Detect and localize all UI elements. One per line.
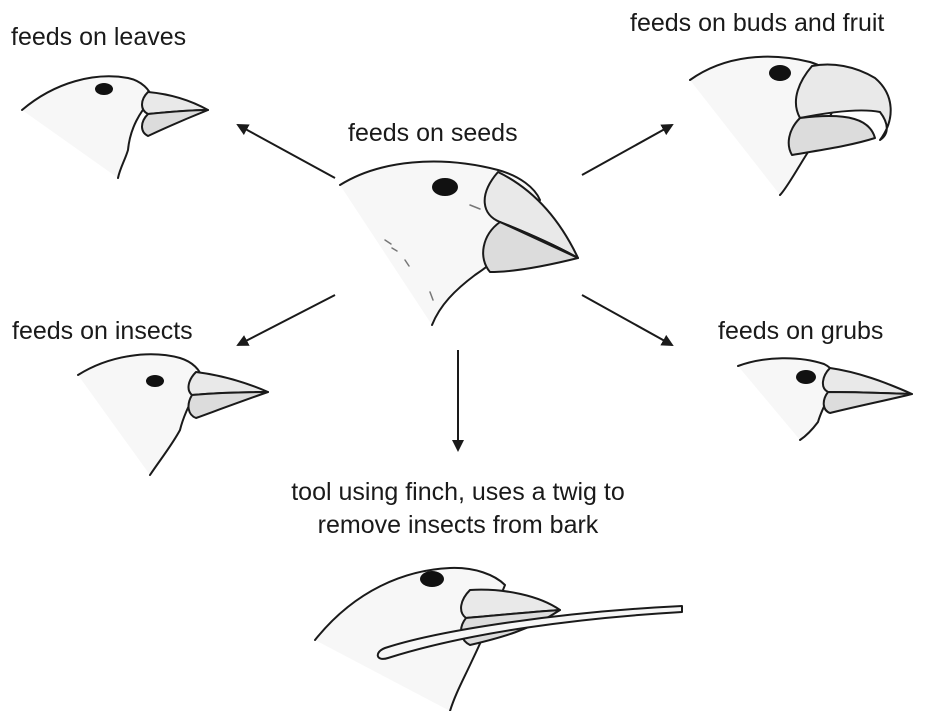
leaf-eating-finch-head-icon — [22, 76, 208, 178]
seed-eating-finch-head-icon — [340, 162, 578, 325]
tool-using-finch-head-icon — [315, 568, 682, 711]
insects-label: feeds on insects — [12, 316, 193, 346]
tool-user-label-line2: remove insects from bark — [244, 510, 672, 540]
arrow-to-leaves — [238, 125, 335, 178]
arrow-to-insects — [238, 295, 335, 345]
tool-user-label-line1: tool using finch, uses a twig to — [244, 477, 672, 507]
buds-and-fruit-label: feeds on buds and fruit — [630, 8, 884, 38]
leaves-label: feeds on leaves — [11, 22, 186, 52]
arrow-to-buds-and-fruit — [582, 125, 672, 175]
grub-eating-finch-head-icon — [738, 358, 912, 440]
bud-and-fruit-eating-finch-head-icon — [690, 57, 891, 195]
center-label: feeds on seeds — [348, 118, 518, 148]
grubs-label: feeds on grubs — [718, 316, 883, 346]
insect-eating-finch-head-icon — [78, 354, 268, 475]
arrow-to-grubs — [582, 295, 672, 345]
